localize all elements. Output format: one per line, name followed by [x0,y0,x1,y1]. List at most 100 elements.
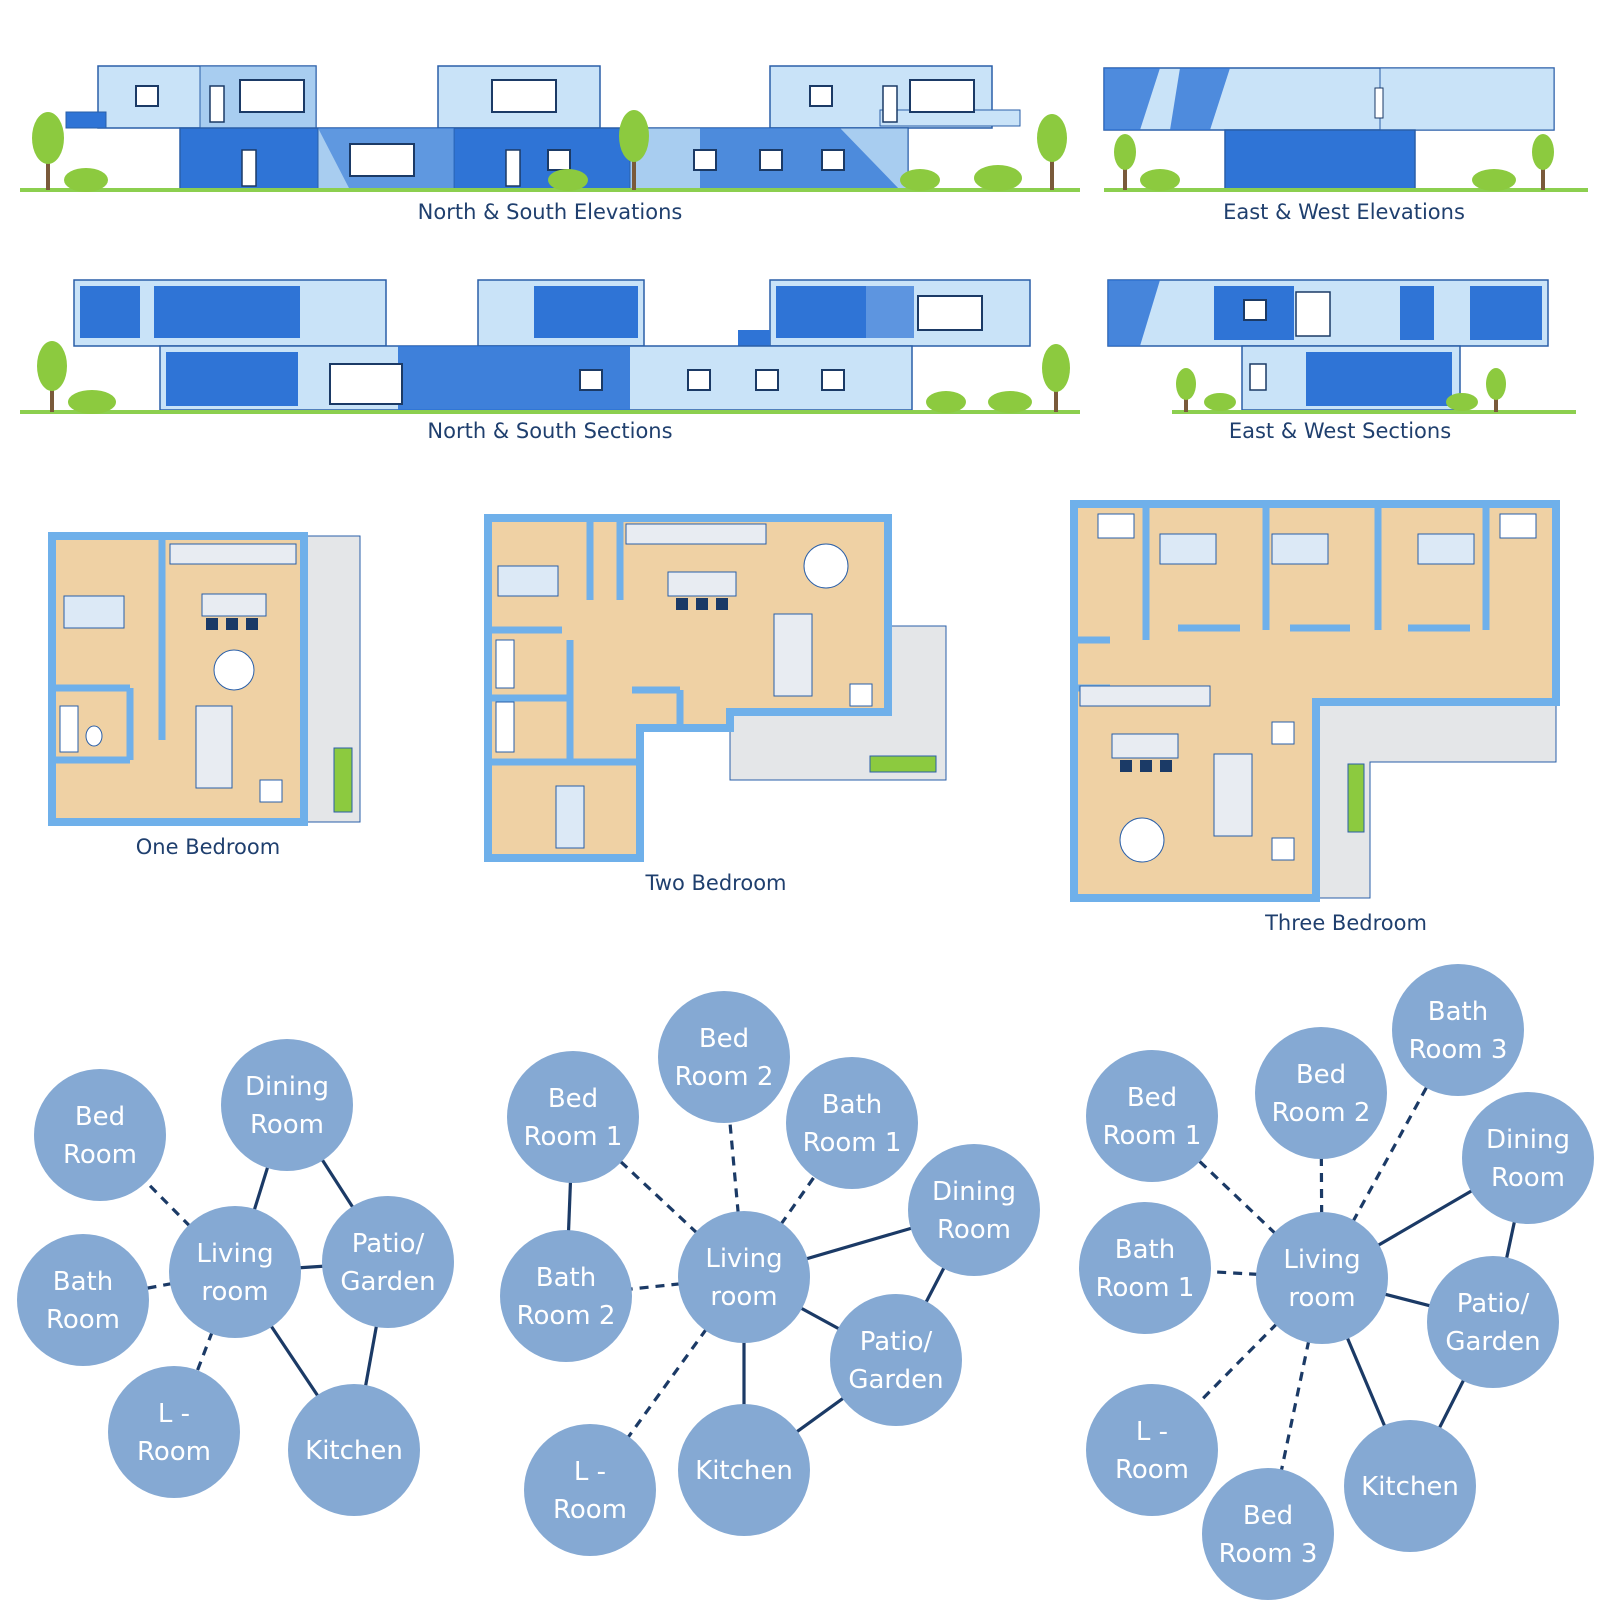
node-label-living: Living room [1283,1245,1360,1313]
caption-one-bedroom: One Bedroom [136,835,280,859]
caption-two-bedroom: Two Bedroom [644,871,786,895]
node-lroom [524,1424,656,1556]
node-label-line: Bed [699,1024,749,1054]
node-label-line: L - [1136,1417,1168,1447]
node-label-line: Kitchen [695,1456,793,1486]
node-label-line: Room [1491,1163,1565,1193]
node-bed2 [658,991,790,1123]
node-bath2 [500,1230,632,1362]
node-dining [908,1144,1040,1276]
node-label-line: Bed [1296,1060,1346,1090]
node-label-line: room [710,1282,777,1312]
node-label-line: Room 1 [524,1122,623,1152]
edge-living-bed3 [1266,1277,1324,1535]
node-label-line: Dining [1486,1125,1570,1155]
node-label-line: room [1288,1283,1355,1313]
node-label-line: Bed [548,1084,598,1114]
node-bed2 [1255,1027,1387,1159]
node-label-line: Garden [340,1267,435,1297]
ns-elevation-drawing [20,65,1080,192]
node-bed1 [1086,1050,1218,1182]
node-label-line: Bath [1428,997,1488,1027]
node-kitchen [288,1384,420,1516]
node-bed [34,1069,166,1201]
node-label-lroom: L -Room [553,1457,627,1525]
caption-ns-sections: North & South Sections [427,419,672,443]
ew-elevation-drawing [1103,67,1588,192]
node-label-patio: Patio/Garden [1445,1289,1540,1357]
node-bed1 [507,1051,639,1183]
node-label-line: Patio/ [860,1327,933,1357]
ew-section-drawing [1107,279,1576,414]
node-bath3 [1392,964,1524,1096]
node-label-line: Living [196,1239,273,1269]
caption-ns-elevations: North & South Elevations [418,200,683,224]
node-label-line: Patio/ [1457,1289,1530,1319]
node-label-living: Living room [705,1244,782,1312]
three-bedroom-floor-plan [1070,500,1560,902]
node-label-line: Patio/ [352,1229,425,1259]
node-label-line: Garden [1445,1327,1540,1357]
node-label-line: Room 2 [517,1301,616,1331]
node-bath [17,1234,149,1366]
node-living [1256,1212,1388,1344]
edge-living-lroom [588,1276,746,1491]
node-label-line: Room [137,1437,211,1467]
caption-ew-sections: East & West Sections [1229,419,1451,443]
node-label-kitchen: Kitchen [695,1456,793,1486]
node-label-kitchen: Kitchen [1361,1472,1459,1502]
node-label-line: Room [250,1110,324,1140]
node-label-patio: Patio/Garden [340,1229,435,1297]
node-kitchen [1344,1420,1476,1552]
node-living [678,1211,810,1343]
node-patio [1427,1256,1559,1388]
node-label-line: Dining [245,1072,329,1102]
node-label-line: Bath [1115,1235,1175,1265]
node-kitchen [678,1404,810,1536]
node-label-line: Living [705,1244,782,1274]
node-label-line: Room 2 [675,1062,774,1092]
node-label-line: Room 1 [803,1128,902,1158]
node-label-line: Room 1 [1103,1121,1202,1151]
node-label-patio: Patio/Garden [848,1327,943,1395]
node-lroom [108,1366,240,1498]
node-label-line: Bed [75,1102,125,1132]
node-label-line: Room 3 [1219,1539,1318,1569]
node-living [169,1206,301,1338]
node-label-line: Room 3 [1409,1035,1508,1065]
node-bath1 [786,1057,918,1189]
node-bed3 [1202,1468,1334,1600]
node-label-lroom: L - Room [137,1399,211,1467]
node-dining [221,1039,353,1171]
node-lroom [1086,1384,1218,1516]
ns-section-drawing [20,279,1080,414]
one-bedroom-floor-plan [48,532,361,826]
node-patio [830,1294,962,1426]
node-label-line: Room [63,1140,137,1170]
node-label-kitchen: Kitchen [305,1436,403,1466]
node-label-line: Bath [53,1267,113,1297]
node-label-line: Room [937,1215,1011,1245]
node-label-line: Living [1283,1245,1360,1275]
node-label-living: Living room [196,1239,273,1307]
node-label-line: room [201,1277,268,1307]
node-label-line: Kitchen [305,1436,403,1466]
node-label-line: L - [158,1399,190,1429]
node-dining [1462,1092,1594,1224]
node-label-line: L - [574,1457,606,1487]
node-label-line: Bed [1243,1501,1293,1531]
node-bath1 [1079,1202,1211,1334]
node-label-line: Dining [932,1177,1016,1207]
